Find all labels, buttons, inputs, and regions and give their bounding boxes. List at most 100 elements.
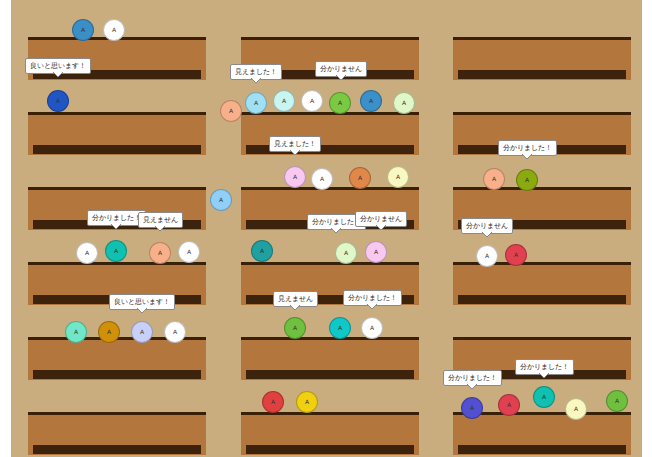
speech-bubble: 分かりました！: [443, 370, 502, 386]
bubble-text: 見えません: [278, 295, 313, 303]
avatar-initial: A: [485, 253, 489, 259]
student-avatar: A: [565, 398, 587, 420]
avatar-initial: A: [470, 405, 474, 411]
student-avatar: A: [149, 242, 171, 264]
avatar-initial: A: [254, 100, 258, 106]
bubble-text: 分かりました！: [348, 294, 397, 302]
avatar-initial: A: [293, 174, 297, 180]
speech-bubble: 良いと思います！: [25, 58, 91, 74]
student-avatar: A: [301, 90, 323, 112]
desk-row: [28, 37, 631, 455]
avatar-initial: A: [229, 108, 233, 114]
bubble-text: 分かりません: [466, 222, 508, 230]
speech-bubble: 分かりません: [315, 61, 367, 77]
avatar-initial: A: [271, 399, 275, 405]
student-avatar: A: [393, 92, 415, 114]
speech-bubble: 良いと思います！: [109, 294, 175, 310]
student-avatar: A: [329, 317, 351, 339]
speech-bubble: 見えません: [273, 291, 318, 307]
bubble-pointer: [367, 304, 377, 310]
avatar-initial: A: [114, 248, 118, 254]
student-avatar: A: [361, 317, 383, 339]
student-avatar: A: [483, 168, 505, 190]
student-avatar: A: [65, 321, 87, 343]
avatar-initial: A: [574, 406, 578, 412]
speech-bubble: 分かりました！: [87, 210, 146, 226]
avatar-initial: A: [396, 174, 400, 180]
bubble-text: 良いと思います！: [114, 298, 170, 306]
avatar-initial: A: [374, 249, 378, 255]
student-avatar: A: [296, 391, 318, 413]
student-avatar: A: [461, 397, 483, 419]
student-avatar: A: [329, 92, 351, 114]
avatar-initial: A: [293, 325, 297, 331]
bubble-pointer: [251, 78, 261, 84]
speech-bubble: 見えません: [138, 212, 183, 228]
avatar-initial: A: [344, 250, 348, 256]
avatar-initial: A: [369, 98, 373, 104]
bubble-text: 分かりました！: [503, 144, 552, 152]
student-avatar: A: [47, 90, 69, 112]
avatar-initial: A: [338, 325, 342, 331]
bubble-pointer: [539, 373, 549, 379]
floor: [11, 0, 642, 457]
speech-bubble: 分かりました！: [515, 359, 574, 375]
student-avatar: A: [476, 245, 498, 267]
student-avatar: A: [360, 90, 382, 112]
avatar-initial: A: [81, 27, 85, 33]
bubble-text: 分かりました！: [312, 218, 361, 226]
student-avatar: A: [220, 100, 242, 122]
avatar-initial: A: [320, 176, 324, 182]
avatar-initial: A: [514, 252, 518, 258]
bubble-pointer: [155, 226, 165, 232]
student-avatar: A: [131, 321, 153, 343]
bubble-pointer: [290, 305, 300, 311]
avatar-initial: A: [615, 398, 619, 404]
student-avatar: A: [365, 241, 387, 263]
avatar-initial: A: [112, 27, 116, 33]
avatar-initial: A: [310, 98, 314, 104]
bubble-text: 分かりません: [320, 65, 362, 73]
student-avatar: A: [105, 240, 127, 262]
student-avatar: A: [387, 166, 409, 188]
student-avatar: A: [498, 394, 520, 416]
bubble-pointer: [111, 224, 121, 230]
avatar-initial: A: [525, 177, 529, 183]
student-avatar: A: [76, 242, 98, 264]
student-avatar: A: [98, 321, 120, 343]
bubble-pointer: [331, 228, 341, 234]
avatar-initial: A: [282, 98, 286, 104]
student-avatar: A: [516, 169, 538, 191]
avatar-initial: A: [370, 325, 374, 331]
avatar-initial: A: [219, 197, 223, 203]
student-avatar: A: [349, 167, 371, 189]
avatar-initial: A: [507, 402, 511, 408]
bubble-text: 見えました！: [235, 68, 277, 76]
student-avatar: A: [505, 244, 527, 266]
avatar-initial: A: [107, 329, 111, 335]
speech-bubble: 分かりました！: [343, 290, 402, 306]
student-avatar: A: [533, 386, 555, 408]
avatar-initial: A: [140, 329, 144, 335]
avatar-initial: A: [542, 394, 546, 400]
avatar-initial: A: [338, 100, 342, 106]
bubble-pointer: [482, 232, 492, 238]
bubble-text: 分かりました！: [92, 214, 141, 222]
student-avatar: A: [103, 19, 125, 41]
bubble-text: 分かりました！: [448, 374, 497, 382]
student-avatar: A: [164, 321, 186, 343]
student-avatar: A: [273, 90, 295, 112]
speech-bubble: 分かりません: [461, 218, 513, 234]
student-avatar: A: [262, 391, 284, 413]
avatar-initial: A: [158, 250, 162, 256]
student-avatar: A: [210, 189, 232, 211]
bubble-text: 見えました！: [274, 140, 316, 148]
student-avatar: A: [251, 240, 273, 262]
bubble-text: 分かりました！: [520, 363, 569, 371]
student-avatar: A: [335, 242, 357, 264]
avatar-initial: A: [85, 250, 89, 256]
avatar-initial: A: [187, 249, 191, 255]
bubble-pointer: [522, 154, 532, 160]
bubble-pointer: [290, 150, 300, 156]
speech-bubble: 見えました！: [269, 136, 321, 152]
